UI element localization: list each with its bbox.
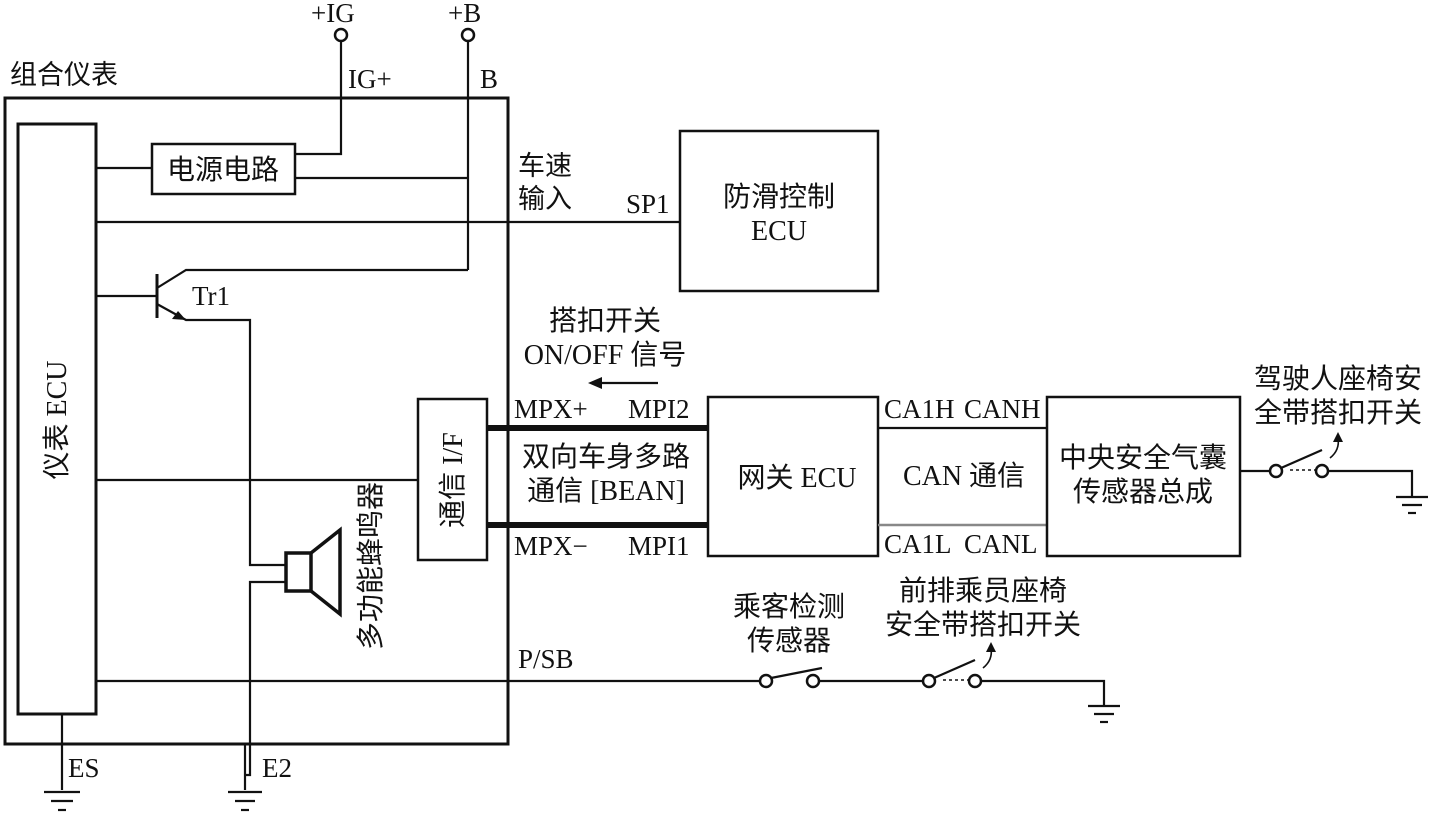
gateway-ecu-box — [706, 395, 880, 558]
mpi1-label: MPI1 — [628, 531, 690, 561]
passenger-switch-actuator-tip — [986, 642, 996, 652]
can-comm-label: CAN 通信 — [903, 460, 1025, 492]
psb-label: P/SB — [518, 644, 574, 674]
power-circuit-label: 电源电路 — [167, 154, 279, 186]
speed-label-1: 车速 — [518, 151, 572, 181]
occupant-sensor-label-2: 传感器 — [747, 625, 831, 657]
airbag-sensor-label-1: 中央安全气囊 — [1059, 442, 1227, 474]
driver-switch-ground-icon — [1396, 495, 1428, 515]
buckle-signal-arrowhead — [588, 377, 602, 389]
meter-ecu-label: 仪表 ECU — [41, 360, 73, 479]
power-circuit-box — [150, 142, 297, 196]
psb-wire-3 — [981, 679, 1106, 706]
passenger-switch-contact-1 — [921, 673, 937, 689]
b-top-label: +B — [448, 0, 481, 28]
buckle-signal-label-2: ON/OFF 信号 — [524, 339, 687, 371]
ig-wire — [295, 41, 343, 156]
ig-terminal — [333, 27, 349, 43]
comm-if-box — [416, 397, 489, 562]
mpx-minus-label: MPX− — [514, 531, 588, 561]
mpi2-label: MPI2 — [628, 394, 690, 424]
occupant-sensor-blade — [770, 666, 823, 680]
es-ground-icon — [44, 790, 80, 812]
driver-switch-wire-out — [1328, 469, 1414, 497]
es-label: ES — [68, 753, 100, 783]
tr1-label: Tr1 — [192, 281, 230, 311]
occupant-sensor-contact-2 — [805, 673, 821, 689]
b-terminal — [460, 27, 476, 43]
airbag-sensor-label-2: 传感器总成 — [1073, 476, 1213, 508]
b-label: B — [480, 64, 498, 94]
passenger-switch-blade — [933, 658, 976, 680]
bean-label-2: 通信 [BEAN] — [527, 475, 685, 507]
driver-switch-contact-1 — [1268, 463, 1284, 479]
buzzer-horn — [309, 526, 342, 618]
canl-label: CANL — [964, 529, 1038, 559]
tr1-collector — [156, 268, 468, 289]
occupant-sensor-contact-1 — [758, 673, 774, 689]
psb-ground-icon — [1088, 704, 1120, 724]
abs-ecu-label-1: 防滑控制 — [723, 181, 835, 213]
tr1-emitter-arrow — [172, 311, 186, 320]
buzzer-body — [284, 551, 313, 593]
ca1h-label: CA1H — [884, 394, 955, 424]
airbag-sensor-box — [1045, 395, 1242, 558]
passenger-switch-contact-2 — [967, 673, 983, 689]
cluster-label: 组合仪表 — [10, 60, 118, 90]
gateway-ecu-label: 网关 ECU — [737, 462, 856, 494]
canh-label: CANH — [964, 394, 1041, 424]
driver-switch-label-1: 驾驶人座椅安 — [1254, 363, 1422, 395]
abs-ecu-box — [678, 129, 880, 293]
ca1l-label: CA1L — [884, 529, 952, 559]
sp1-label: SP1 — [626, 189, 670, 219]
buckle-signal-label-1: 搭扣开关 — [549, 305, 661, 337]
e2-ground-icon — [228, 790, 262, 812]
driver-switch-contact-2 — [1314, 463, 1330, 479]
occupant-sensor-label-1: 乘客检测 — [733, 591, 845, 623]
ig-top-label: +IG — [311, 0, 355, 28]
passenger-switch-label-1: 前排乘员座椅 — [899, 575, 1067, 607]
bean-label-1: 双向车身多路 — [522, 441, 690, 473]
e2-label: E2 — [262, 753, 292, 783]
comm-if-label: 通信 I/F — [437, 432, 469, 528]
driver-switch-actuator-tip — [1333, 432, 1343, 442]
abs-ecu-label-2: ECU — [751, 216, 807, 247]
passenger-switch-label-2: 安全带搭扣开关 — [885, 609, 1081, 641]
buzzer-return-wire — [245, 580, 286, 777]
driver-switch-blade — [1280, 448, 1323, 470]
driver-switch-label-2: 全带搭扣开关 — [1254, 397, 1422, 429]
mpx-plus-label: MPX+ — [514, 394, 588, 424]
speed-label-2: 输入 — [518, 184, 572, 214]
buzzer-label: 多功能蜂鸣器 — [355, 482, 387, 650]
meter-ecu-box — [16, 122, 98, 716]
ig-plus-label: IG+ — [348, 64, 392, 94]
